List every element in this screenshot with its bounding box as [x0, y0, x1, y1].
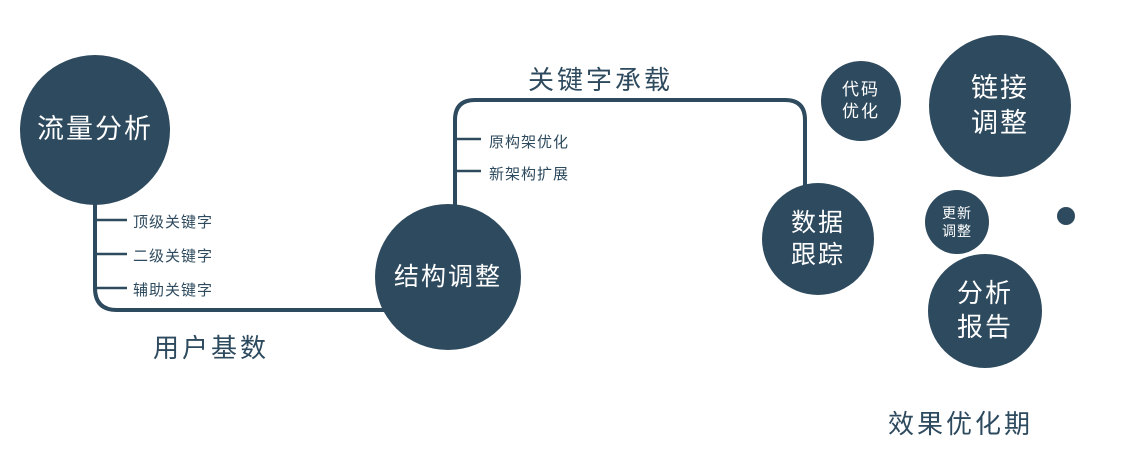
branch-label-top-keywords: 顶级关键字	[133, 214, 214, 231]
node-traffic-analysis-label: 流量分析	[37, 114, 153, 145]
branch-label-arch-optimize: 原构架优化	[489, 134, 570, 151]
node-update-adjust-label: 更新 调整	[942, 204, 972, 239]
node-link-adjust: 链接 调整	[929, 35, 1071, 177]
branch-label-second-keywords: 二级关键字	[133, 248, 214, 265]
connector-structure-tracking	[453, 98, 807, 260]
caption-effect-optimization: 效果优化期	[888, 409, 1034, 439]
node-analysis-report-label: 分析 报告	[956, 278, 1013, 342]
branch-label-arch-expand: 新架构扩展	[489, 166, 570, 183]
edge-label-keyword-bearing: 关键字承载	[528, 65, 674, 95]
node-traffic-analysis: 流量分析	[20, 55, 170, 205]
node-update-adjust: 更新 调整	[925, 190, 989, 254]
node-structure-adjust-label: 结构调整	[393, 262, 502, 291]
node-structure-adjust: 结构调整	[375, 204, 521, 350]
node-data-tracking-label: 数据 跟踪	[790, 208, 845, 270]
branch-label-aux-keywords: 辅助关键字	[133, 282, 214, 299]
dot-marker	[1057, 207, 1075, 225]
node-data-tracking: 数据 跟踪	[762, 183, 874, 295]
node-analysis-report: 分析 报告	[928, 254, 1042, 368]
edge-label-user-base: 用户基数	[153, 333, 270, 363]
node-link-adjust-label: 链接 调整	[971, 72, 1029, 138]
node-code-optimize-label: 代码 优化	[842, 79, 880, 121]
node-code-optimize: 代码 优化	[821, 61, 901, 141]
